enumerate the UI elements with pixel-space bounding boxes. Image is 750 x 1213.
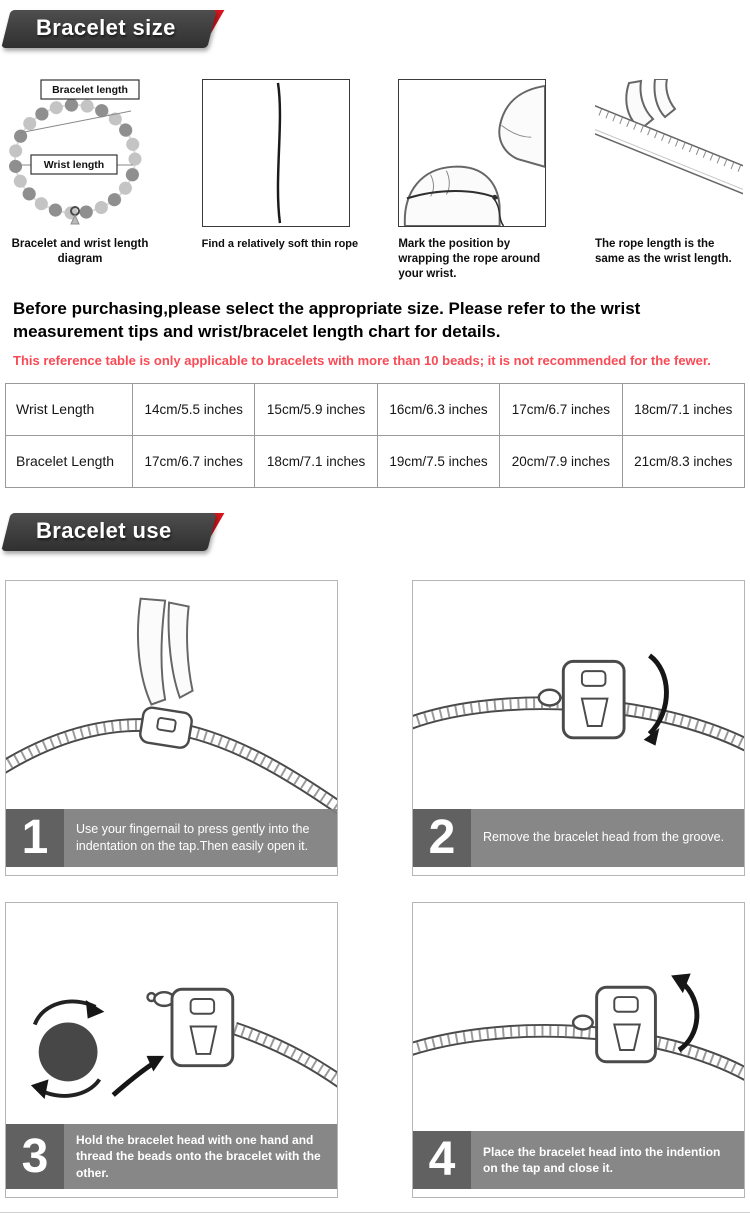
close-arrow [677,979,700,1052]
step-caption-bar: 3 Hold the bracelet head with one hand a… [6,1124,337,1189]
bracelet-head [170,987,235,1067]
use-step-panel-1: 1 Use your fingernail to press gently in… [5,579,338,876]
bracelet-size-banner: Bracelet size [0,5,750,51]
reference-table-note: This reference table is only applicable … [13,352,711,368]
wrap-wrist-box [398,79,547,227]
rope-around-wrist [406,189,499,200]
bracelet-beads-dark [8,98,142,220]
step-caption: Place the bracelet head into the indenti… [483,1144,721,1175]
thread-arrow [111,1060,156,1097]
charm-dangle [70,213,80,225]
purchase-guidance-text: Before purchasing,please select the appr… [13,298,641,341]
knuckle-line-2 [446,170,451,195]
step-caption-bar: 1 Use your fingernail to press gently in… [6,808,337,867]
clasp-link [537,688,562,707]
wrist-length-label: Wrist length [44,159,104,171]
table-cell: 16cm/6.3 inches [376,382,501,436]
figure-caption-wrap: Mark the position by wrapping the rope a… [398,238,541,280]
ruler-illustration [594,79,743,207]
bracelet-head [561,659,626,739]
section-title-use: Bracelet use [36,517,172,543]
step-caption-bar: 2 Remove the bracelet head from the groo… [413,808,744,867]
clasp-link [571,1014,594,1031]
bracelet-length-label-box [40,79,140,100]
table-cell: 19cm/7.5 inches [376,434,501,488]
step-caption: Remove the bracelet head from the groove… [483,830,725,845]
usage-steps-grid: 1 Use your fingernail to press gently in… [0,579,750,1198]
upper-hand-fingers [501,124,532,138]
table-cell: 18cm/7.1 inches [254,434,378,488]
step-number: 1 [6,808,64,867]
step-caption: Use your fingernail to press gently into… [76,821,310,853]
step-caption: Hold the bracelet head with one hand and… [76,1133,321,1180]
table-cell: 20cm/7.9 inches [499,434,623,488]
table-cell: 17cm/6.7 inches [499,382,623,436]
bracelet-diagram-box: Bracelet length Wrist length [5,79,153,227]
rope-line [276,82,281,224]
pressing-finger-2 [167,601,194,699]
rope-illustration [276,82,281,224]
use-step-panel-3: 3 Hold the bracelet head with one hand a… [5,901,338,1198]
step-number: 3 [6,1124,64,1189]
figure-wrap-wrist: Mark the position by wrapping the rope a… [398,79,548,282]
wrist-fist [404,165,501,226]
measurement-steps-row: Bracelet length Wrist length Bracelet an… [0,79,750,282]
table-row-bracelet: Bracelet Length 17cm/6.7 inches 18cm/7.1… [5,434,746,488]
bead [38,1022,98,1082]
step1-illustration [6,597,337,815]
figure-rope: Find a relatively soft thin rope [201,79,359,282]
table-cell: 15cm/5.9 inches [254,382,378,436]
bracelet-use-banner: Bracelet use [0,508,750,554]
bracelet-length-line [18,110,132,134]
use-step-panel-4: 4 Place the bracelet head into the inden… [412,901,745,1198]
bracelet-head [595,985,657,1063]
remove-arrow [647,653,669,736]
step4-illustration [413,973,744,1081]
clasp [139,706,193,749]
ruler-hand-finger-1 [625,79,655,131]
ruler-edge-line [594,119,743,202]
rope-tail [493,197,505,226]
step-caption-bar: 4 Place the bracelet head into the inden… [413,1130,744,1189]
ruler-body [594,98,743,207]
ruler-box [594,79,743,227]
ruler-group [594,98,743,207]
table-cell: 18cm/7.1 inches [621,382,746,436]
table-cell: 14cm/5.5 inches [131,382,256,436]
table-cell-label: Wrist Length [5,382,133,436]
step-number: 4 [413,1130,471,1189]
table-row-wrist: Wrist Length 14cm/5.5 inches 15cm/5.9 in… [5,382,746,436]
table-cell-label: Bracelet Length [5,434,133,488]
figure-caption-rope: Find a relatively soft thin rope [201,238,359,250]
figure-caption-ruler: The rope length is the same as the wrist… [594,238,732,265]
upper-hand [498,84,546,168]
table-cell: 21cm/8.3 inches [621,434,746,488]
use-step-panel-2: 2 Remove the bracelet head from the groo… [412,579,745,876]
wrap-wrist-illustration [404,84,546,226]
bracelet-diagram-illustration: Bracelet length Wrist length [8,79,142,225]
wrist-length-label-box [30,154,118,175]
size-chart-table: Wrist Length 14cm/5.5 inches 15cm/5.9 in… [5,382,746,488]
figure-ruler: The rope length is the same as the wrist… [594,79,745,282]
step-number: 2 [413,808,471,867]
step2-illustration [413,653,744,752]
figure-bracelet-diagram: Bracelet length Wrist length Bracelet an… [5,79,155,282]
ruler-hand-finger-2 [653,79,677,119]
section-title-size: Bracelet size [36,15,176,40]
bracelet-length-label: Bracelet length [52,84,128,96]
table-cell: 17cm/6.7 inches [131,434,256,488]
knuckle-line-1 [430,174,435,197]
bottom-divider [0,1211,750,1213]
step3-illustration [30,987,337,1099]
pressing-finger-1 [137,597,167,706]
figure-caption-diagram: Bracelet and wrist length diagram [11,238,149,265]
rope-box [201,79,350,227]
